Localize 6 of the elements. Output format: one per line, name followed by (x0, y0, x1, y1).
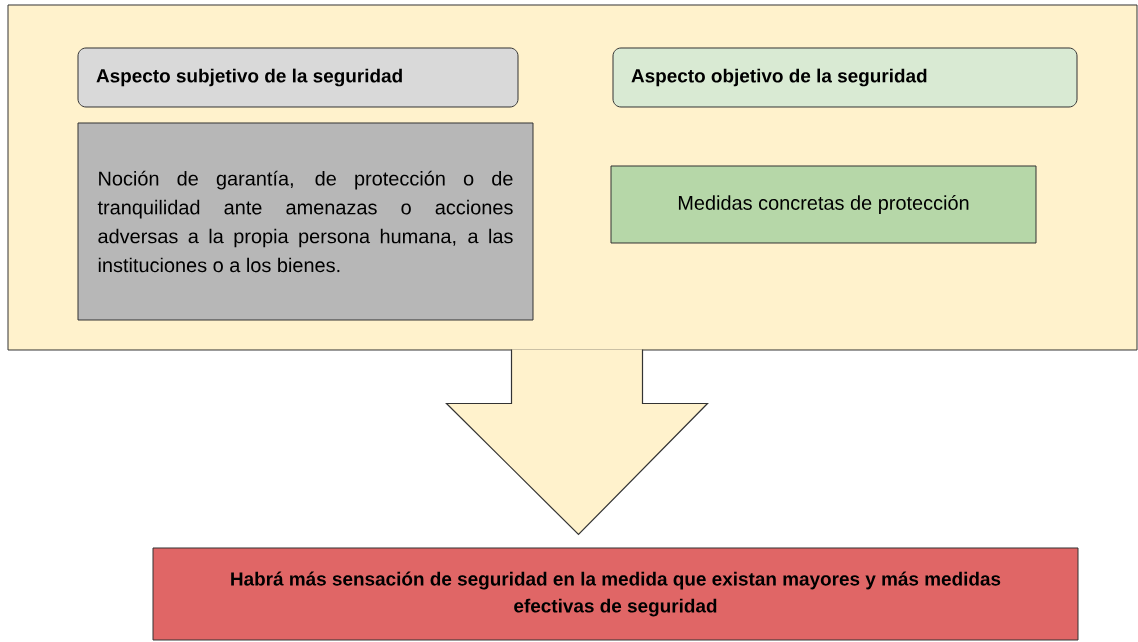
header-box: Aspecto objetivo de la seguridad (612, 47, 1078, 108)
result-box: Habrá más sensación de seguridad en la medida que existan mayores y más medidas efectivas de seguridad (152, 547, 1079, 641)
text-box: Noción de garantía, de protección o de tranquilidad ante amenazas o acciones adversas a la propia persona humana, a las instituciones o a los bienes. (77, 122, 534, 321)
header-box: Aspecto subjetivo de la seguridad (77, 47, 519, 108)
block-arrow (445, 348, 709, 536)
text-box: Medidas concretas de protección (610, 165, 1037, 244)
